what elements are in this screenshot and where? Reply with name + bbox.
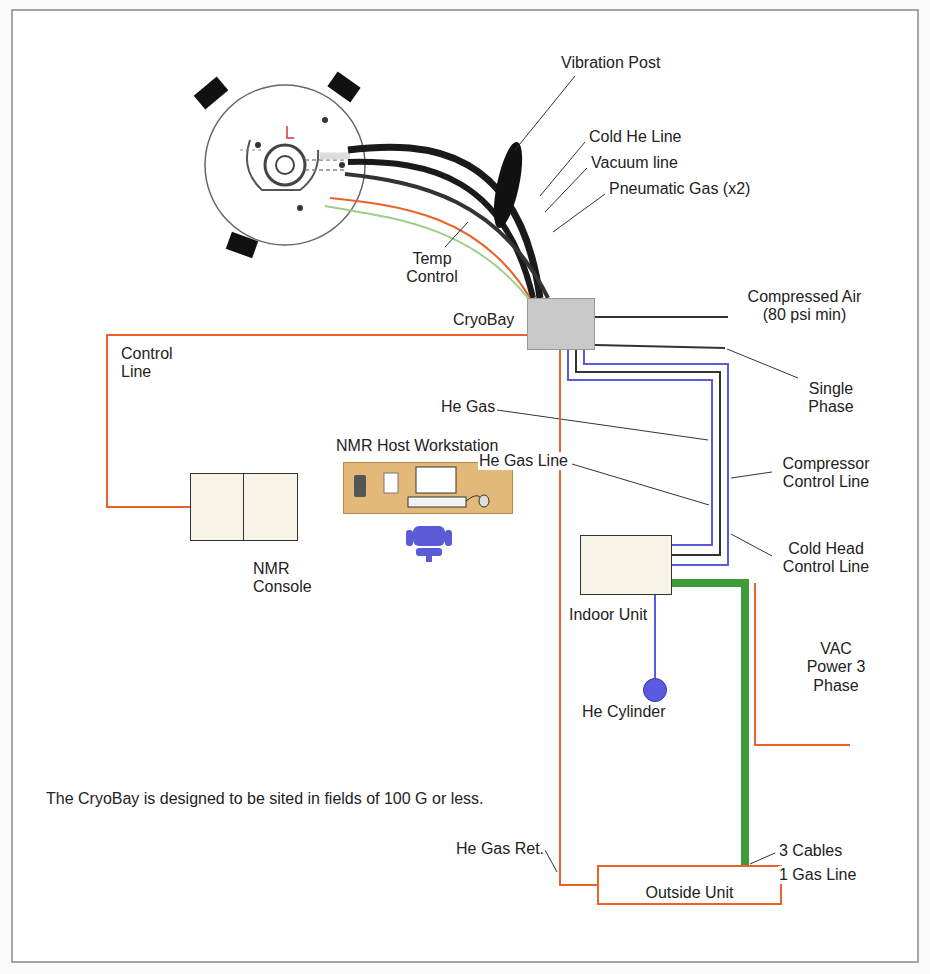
line-label: He Gas Ret. — [455, 840, 545, 858]
cable-label: Pneumatic Gas (x2) — [608, 180, 751, 198]
connector-line — [576, 350, 720, 555]
cable-label: 3 Cables — [778, 842, 843, 860]
supply-label: VAC Power 3 Phase — [800, 640, 872, 695]
outside-unit-box: Outside Unit — [597, 865, 782, 905]
node-label: Outside Unit — [599, 884, 780, 902]
magnet-cables — [320, 140, 548, 298]
connector-line — [672, 583, 745, 865]
indoor-unit-box: Indoor Unit — [580, 535, 672, 595]
node-label: He Cylinder — [582, 703, 666, 721]
he-cylinder: He Cylinder — [643, 678, 667, 702]
line-label: Control Line — [120, 345, 197, 382]
cryobay-box: CryoBay — [527, 298, 595, 350]
supply-label: Compressed Air (80 psi min) — [736, 288, 873, 325]
site-note: The CryoBay is designed to be sited in f… — [45, 790, 517, 808]
magnet — [194, 72, 365, 259]
node-label: NMR Console — [253, 560, 343, 597]
connector-line — [568, 350, 712, 545]
node-label: NMR Host Workstation — [336, 437, 498, 455]
node-label: Indoor Unit — [569, 606, 647, 624]
frame — [12, 10, 918, 962]
line-label: He Gas Line — [478, 452, 569, 470]
line-label: Cold Head Control Line — [775, 540, 877, 577]
cable-label: Cold He Line — [588, 128, 683, 146]
cabinet-divider — [243, 474, 244, 540]
desk-items — [344, 463, 512, 513]
cable-label: 1 Gas Line — [778, 866, 857, 884]
cable-label: Temp Control — [400, 250, 464, 287]
node-label: CryoBay — [453, 311, 514, 329]
vibration-post-label: Vibration Post — [560, 54, 661, 72]
vibration-post — [488, 140, 528, 231]
line-label: He Gas — [440, 398, 496, 416]
chair — [406, 526, 452, 562]
supply-label: Single Phase — [795, 380, 867, 417]
connector-line — [654, 595, 656, 678]
line-label: Compressor Control Line — [775, 455, 877, 492]
cable-label: Vacuum line — [590, 154, 679, 172]
connector-line — [584, 350, 728, 565]
console-cabinet: NMR Console — [190, 473, 298, 541]
